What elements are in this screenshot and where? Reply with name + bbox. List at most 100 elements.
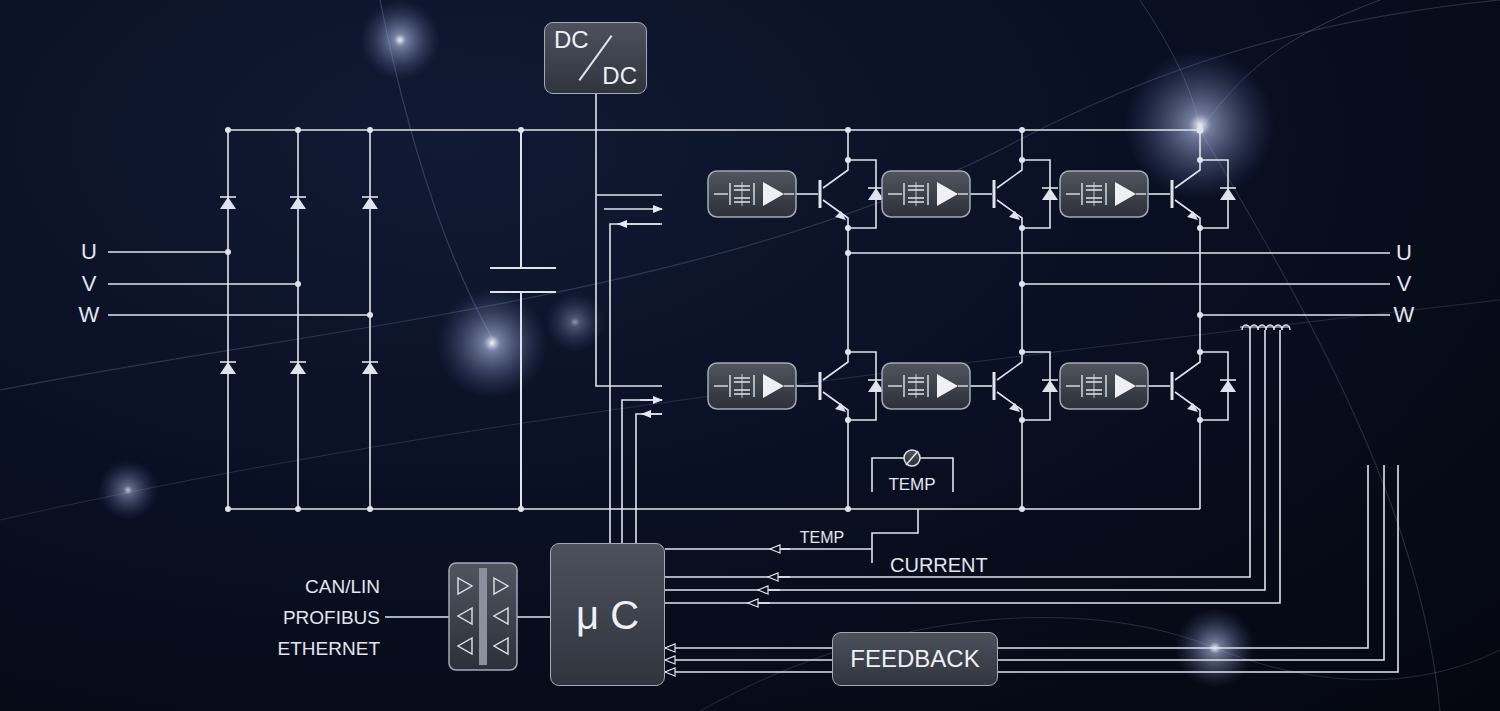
rectifier-diodes-part xyxy=(290,197,306,209)
rectifier-diodes xyxy=(220,127,1204,513)
signal-arrows-part xyxy=(618,223,660,225)
signal-arrows-part xyxy=(758,589,780,591)
background-glow-part xyxy=(360,0,440,80)
signal-arrows-part xyxy=(604,208,662,210)
rectifier-diodes-part-part xyxy=(295,127,301,133)
wiring-part xyxy=(665,509,918,563)
bus-isolator-part-part xyxy=(458,638,508,654)
bus-label: PROFIBUS xyxy=(283,608,380,627)
rectifier-diodes-part-part xyxy=(845,506,851,512)
wiring-part xyxy=(596,94,662,386)
wiring-part xyxy=(1021,130,1023,509)
igbt-legs xyxy=(796,157,1236,423)
wiring-part xyxy=(610,224,662,543)
signal-label: TEMP xyxy=(800,530,844,546)
phase-label: V xyxy=(1397,273,1412,295)
node-text: DC xyxy=(602,63,637,89)
wiring-part xyxy=(228,130,370,509)
coil-symbol-part xyxy=(1242,325,1290,330)
rectifier-diodes-part xyxy=(290,362,306,374)
bus-isolator-part xyxy=(479,568,487,665)
wiring-part xyxy=(228,130,1200,509)
signal-label: CURRENT xyxy=(890,555,988,575)
background-glow-part xyxy=(437,288,547,398)
microcontroller: μ C xyxy=(550,543,665,686)
gate-drivers-part xyxy=(882,171,970,217)
rectifier-diodes-part xyxy=(220,197,236,209)
node-text: μ C xyxy=(576,593,639,637)
igbt-legs-part xyxy=(796,349,884,423)
phase-label: W xyxy=(1394,304,1415,326)
background-glow-part xyxy=(0,300,1500,520)
gate-drivers-part xyxy=(708,363,796,409)
igbt-legs-part xyxy=(796,157,884,231)
gate-drivers-part xyxy=(708,171,796,217)
wiring xyxy=(108,94,1398,672)
rectifier-diodes-part xyxy=(225,127,1204,513)
rectifier-diodes-part-part xyxy=(367,506,373,512)
rectifier-diodes-part-part xyxy=(367,127,373,133)
wiring-part xyxy=(490,130,556,509)
signal-arrows-part xyxy=(768,576,790,578)
rectifier-diodes-part-part xyxy=(845,127,851,133)
wiring-part xyxy=(108,252,370,315)
bus-label: ETHERNET xyxy=(278,639,380,658)
rectifier-diodes-part-part xyxy=(845,250,851,256)
phase-label: U xyxy=(81,241,97,263)
wiring-part xyxy=(1199,130,1201,509)
rectifier-diodes-part xyxy=(220,362,236,374)
rectifier-diodes-part-part xyxy=(1019,127,1025,133)
signal-arrows-part xyxy=(642,413,662,415)
rectifier-diodes-part-part xyxy=(518,127,524,133)
bus-label: CAN/LIN xyxy=(305,577,380,596)
rectifier-diodes-part xyxy=(362,362,378,374)
rectifier-diodes-part-part xyxy=(1019,281,1025,287)
node-text: FEEDBACK xyxy=(850,646,979,672)
wiring-part xyxy=(636,414,662,543)
bus-isolator-part xyxy=(458,578,508,654)
signal-label: TEMP xyxy=(888,476,935,493)
wiring-part xyxy=(665,330,1280,603)
rectifier-diodes-part-part xyxy=(1019,506,1025,512)
thermistor xyxy=(904,450,920,466)
rectifier-diodes-part-part xyxy=(518,506,524,512)
coil-symbol xyxy=(1242,325,1290,330)
signal-arrows-part xyxy=(640,399,662,401)
signal-arrows-part xyxy=(770,548,790,550)
rectifier-diodes-part-part xyxy=(225,127,231,133)
signal-connector xyxy=(665,659,832,661)
rectifier-diodes-part-part xyxy=(367,312,373,318)
bus-isolator-part xyxy=(449,563,517,670)
wiring-part xyxy=(847,130,849,509)
rectifier-diodes-part-part xyxy=(1197,312,1203,318)
rectifier-diodes-part-part xyxy=(295,281,301,287)
rectifier-diodes-part-part xyxy=(295,506,301,512)
bus-isolator xyxy=(449,563,517,670)
feedback-box: FEEDBACK xyxy=(832,632,998,686)
igbt-legs-part xyxy=(1148,157,1236,231)
signal-connector xyxy=(665,671,832,673)
phase-label: U xyxy=(1396,242,1412,264)
gate-drivers-part xyxy=(1060,363,1148,409)
gate-drivers-part xyxy=(882,363,970,409)
bus-isolator-part-part xyxy=(458,578,508,594)
rectifier-diodes-part xyxy=(362,197,378,209)
phase-label: W xyxy=(79,304,100,326)
phase-label: V xyxy=(82,273,97,295)
background-glow-part xyxy=(98,460,158,520)
wiring-part xyxy=(998,465,1398,672)
thermistor-part xyxy=(904,450,920,466)
node-text: DC xyxy=(554,27,589,53)
rectifier-diodes-part-part xyxy=(225,249,231,255)
gate-drivers-part xyxy=(1060,171,1148,217)
bus-isolator-part-part xyxy=(458,608,508,624)
signal-arrows-part xyxy=(604,399,622,401)
igbt-legs-part xyxy=(1148,349,1236,423)
wiring-part xyxy=(848,253,1390,315)
background-glow-part xyxy=(0,0,1500,390)
signal-connector xyxy=(665,647,832,649)
gate-drivers xyxy=(708,171,1148,409)
